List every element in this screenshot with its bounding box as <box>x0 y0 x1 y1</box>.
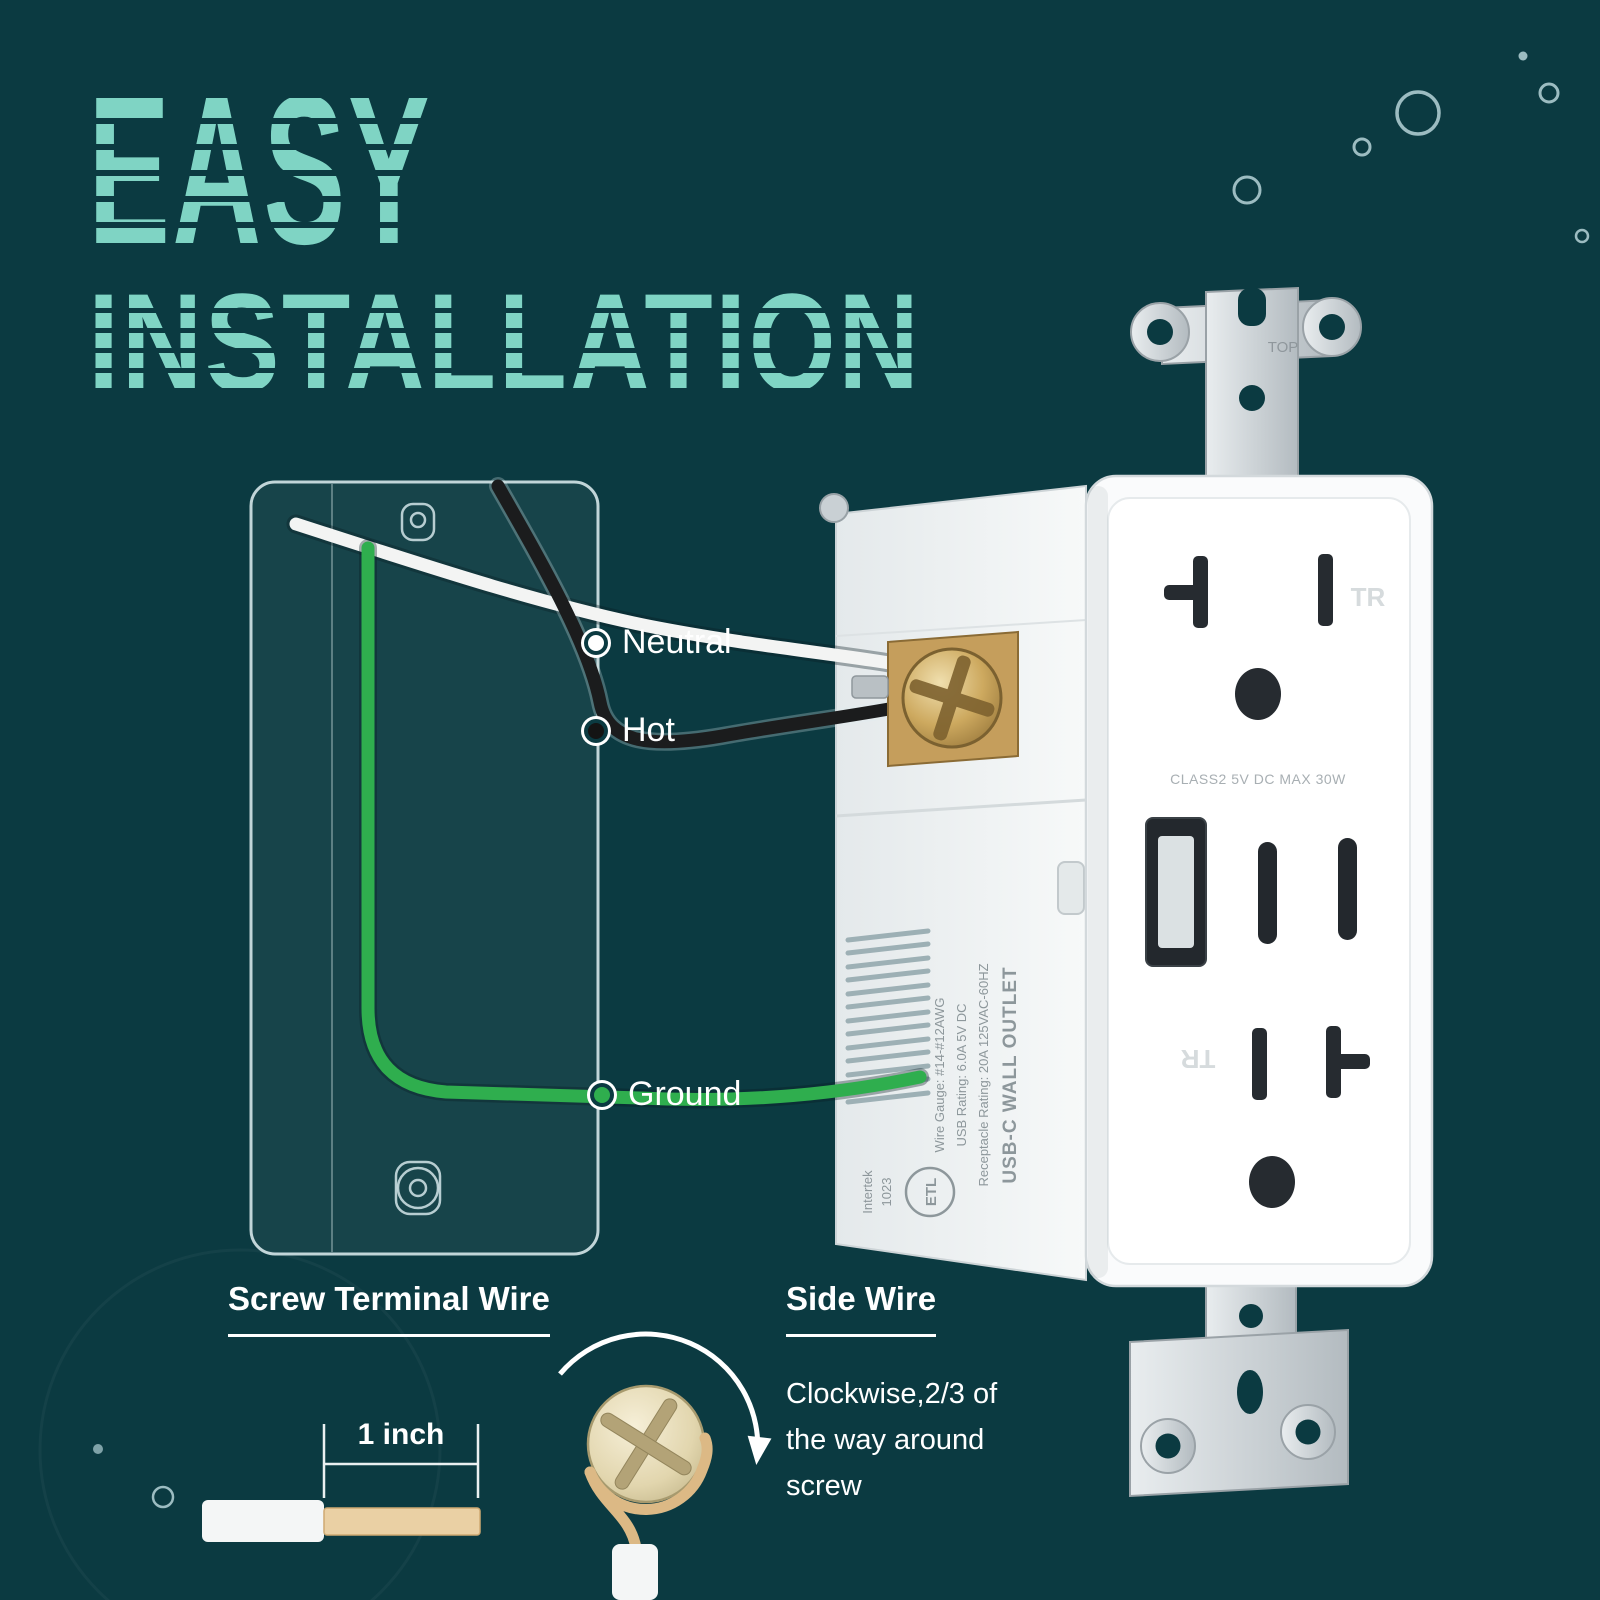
strap-hole-icon <box>1295 1419 1321 1445</box>
bubble-icon <box>38 1248 442 1600</box>
ground-hole-top <box>1235 668 1281 720</box>
strip-length-label: 1 inch <box>357 1418 445 1451</box>
strap-hole-icon <box>1155 1433 1181 1459</box>
outlet-side-face: USB-C WALL OUTLET Receptacle Rating: 20A… <box>819 484 1087 1282</box>
bubble-icon <box>1538 82 1560 104</box>
bubble-icon <box>151 1485 175 1509</box>
phillips-cross-icon <box>600 1398 692 1490</box>
usb-c-port-2 <box>1338 838 1357 940</box>
wall-plate <box>249 480 600 1256</box>
neutral-dot-icon <box>588 634 604 651</box>
etl-mark: Intertek 1023 ETL <box>860 1166 956 1218</box>
neutral-label-text: Neutral <box>622 623 732 661</box>
ground-wire <box>361 541 927 1106</box>
receptacle-bottom: TR <box>1180 1026 1370 1208</box>
hot-slot <box>1252 1028 1267 1100</box>
wires <box>286 477 938 1109</box>
decorative-bubbles <box>38 51 1590 1600</box>
bubble-icon <box>93 1444 103 1454</box>
side-wire-description: Clockwise,2/3 of the way around screw <box>786 1378 998 1502</box>
plate-screw-boss-bottom <box>394 1160 442 1216</box>
hot-wire-label: Hot <box>588 711 675 750</box>
screw-terminal-title: Screw Terminal Wire <box>228 1280 550 1337</box>
bubble-icon <box>1395 90 1441 136</box>
outlet-front-face: TR CLASS2 5V DC MAX 30W TR <box>1084 474 1434 1288</box>
plate-screw-boss-top <box>400 502 436 542</box>
strap-hole-icon <box>1147 319 1173 345</box>
strap-hole-icon <box>1319 314 1345 340</box>
yoke-screw-icon <box>819 493 849 523</box>
ground-hole-bottom <box>1249 1156 1295 1208</box>
side-ratings-text: USB-C WALL OUTLET Receptacle Rating: 20A… <box>932 963 1021 1186</box>
intertek-number: 1023 <box>879 1178 894 1207</box>
strap-top-label: TOP <box>1268 339 1299 356</box>
side-mounting-tab <box>1057 861 1085 915</box>
tr-marking-top: TR <box>1351 582 1386 612</box>
hot-slot <box>1318 554 1333 626</box>
usb-c-port-1 <box>1258 842 1277 944</box>
strip-gauge-diagram <box>202 1424 481 1542</box>
tr-marking-bottom: TR <box>1180 1044 1215 1074</box>
wire-insulation <box>612 1544 658 1600</box>
ground-wire-label: Ground <box>594 1075 741 1114</box>
bubble-icon <box>1352 137 1372 157</box>
neutral-slot <box>1193 556 1208 628</box>
class-rating-text: CLASS2 5V DC MAX 30W <box>1170 771 1346 787</box>
mounting-strap-top: TOP <box>1130 286 1362 512</box>
etl-circle-icon <box>904 1166 956 1218</box>
neutral-slot <box>1326 1054 1370 1069</box>
etl-label: ETL <box>923 1178 940 1206</box>
usb-a-port <box>1145 817 1207 967</box>
headline-line-1: EASY <box>88 63 692 275</box>
hot-dot-icon <box>588 722 604 739</box>
rotation-arrow-icon <box>558 1331 772 1465</box>
ground-dot-icon <box>594 1086 610 1103</box>
hot-label-text: Hot <box>622 711 675 749</box>
hot-wire <box>491 479 923 749</box>
screw-terminal-title-text: Screw Terminal Wire <box>228 1280 550 1337</box>
bubble-icon <box>1574 228 1590 244</box>
neutral-wire <box>289 517 935 677</box>
mounting-strap-bottom <box>1129 1256 1349 1498</box>
ground-label-text: Ground <box>628 1075 742 1113</box>
receptacle-top: TR <box>1164 554 1386 720</box>
wire-bare-copper <box>323 1507 481 1536</box>
neutral-wire-label: Neutral <box>588 623 732 662</box>
intertek-label: Intertek <box>860 1170 875 1214</box>
phillips-cross-icon <box>909 655 995 741</box>
side-rating-line: Wire Gauge: #14-#12AWG <box>932 998 947 1153</box>
screw-rotation-diagram <box>558 1331 772 1600</box>
side-wire-title: Side Wire <box>786 1280 937 1337</box>
terminal-screw <box>851 630 1019 768</box>
headline: EASY INSTALLATION <box>88 63 1130 422</box>
side-rating-line: USB-C WALL OUTLET <box>1000 966 1021 1183</box>
side-rating-line: USB Rating: 6.0A 5V DC <box>954 1003 969 1146</box>
side-wire-title-text: Side Wire <box>786 1280 937 1337</box>
bubble-icon <box>1518 51 1528 61</box>
side-rating-line: Receptacle Rating: 20A 125VAC-60HZ <box>976 963 991 1186</box>
bubble-icon <box>1232 175 1262 205</box>
headline-line-2: INSTALLATION <box>88 264 922 422</box>
wire-insulation <box>202 1500 324 1542</box>
